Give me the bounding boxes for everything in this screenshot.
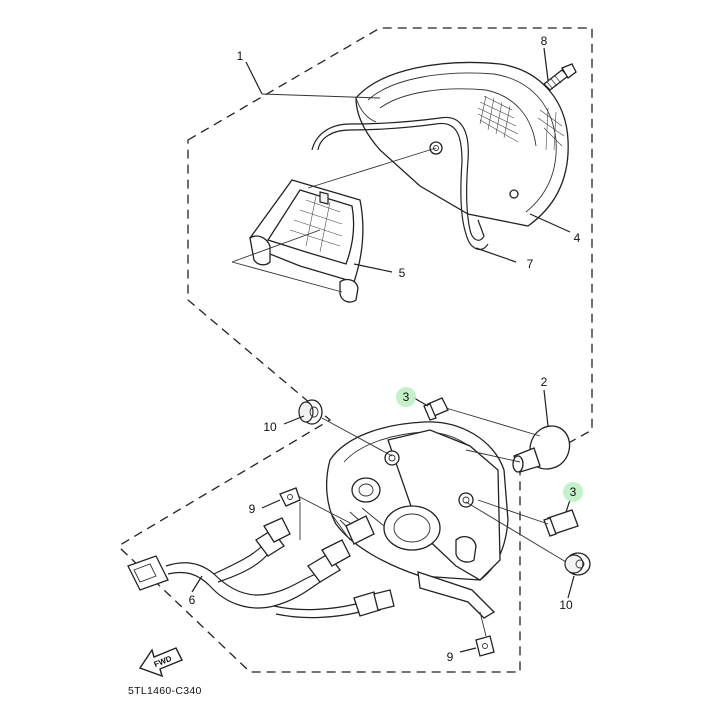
reflector-bracket-part: [249, 179, 364, 303]
part-label-1: 1: [237, 49, 244, 63]
assembly-boundary: [119, 27, 593, 673]
clip-nut-lower-part: [475, 635, 495, 657]
wire-clip-part: [311, 116, 489, 251]
part-label-10-right: 10: [559, 598, 573, 612]
wire-harness-part: [127, 515, 395, 619]
screw-part: [543, 63, 577, 91]
forward-direction-arrow-icon: FWD: [138, 647, 183, 678]
housing-part: [326, 421, 509, 619]
bulb-part: [512, 425, 571, 473]
leader-lines: [191, 47, 575, 653]
part-label-3-top: 3: [403, 390, 410, 404]
part-label-9-lower: 9: [447, 650, 454, 664]
clip-nut-upper-part: [279, 487, 301, 507]
part-label-2: 2: [541, 375, 548, 389]
part-label-9-upper: 9: [249, 502, 256, 516]
figure-code: 5TL1460-C340: [128, 685, 202, 697]
small-bulb-top-part: [423, 397, 449, 421]
part-label-10-left: 10: [263, 420, 277, 434]
highlight-part-3-top: [396, 387, 416, 407]
small-bulb-right-part: [543, 509, 579, 537]
highlight-part-3-right: [563, 482, 583, 502]
grommet-right-part: [564, 552, 591, 576]
part-label-5: 5: [399, 266, 406, 280]
part-label-7: 7: [527, 257, 534, 271]
part-label-3-right: 3: [570, 485, 577, 499]
part-label-6: 6: [189, 593, 196, 607]
lens-part: [355, 61, 569, 227]
part-label-4: 4: [574, 231, 581, 245]
part-label-8: 8: [541, 34, 548, 48]
grommet-left-part: [298, 399, 323, 425]
